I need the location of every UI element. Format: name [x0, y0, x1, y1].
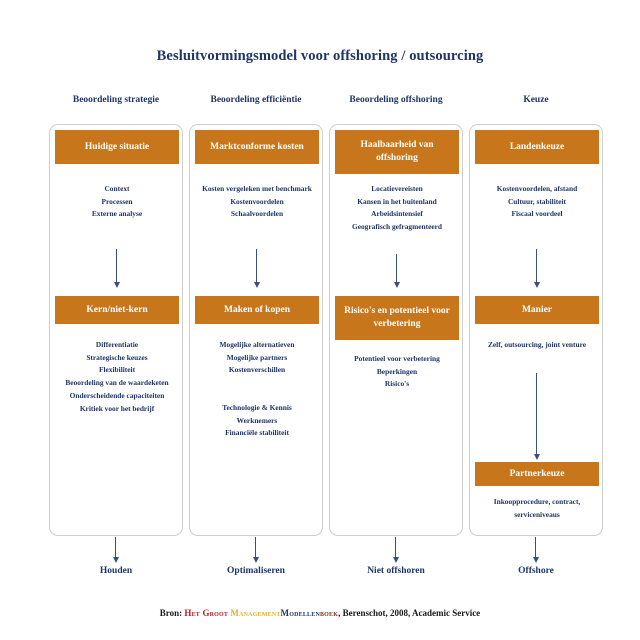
box-header-marktconforme-kosten: Marktconforme kosten [195, 130, 319, 164]
list-item: Cultuur, stabiliteit [507, 196, 567, 206]
list-item: Processen [101, 196, 133, 206]
box-header-partnerkeuze: Partnerkeuze [475, 462, 599, 486]
list-item: Mogelijke partners [226, 352, 288, 362]
list-item: Kritiek voor het bedrijf [79, 403, 155, 413]
outcome-label-optimaliseren: Optimaliseren [227, 566, 285, 576]
box-items-haalbaarheid: Locatievereisten Kansen in het buitenlan… [330, 183, 464, 234]
box-header-haalbaarheid-van-offshoring: Haalbaarheid van offshoring [335, 130, 459, 174]
box-items-partnerkeuze: Inkoopprocedure, contract, serviceniveau… [478, 496, 596, 521]
list-item: Geografisch gefragmenteerd [351, 222, 443, 232]
list-item: Context [104, 184, 130, 193]
list-item: Kostenverschillen [228, 365, 286, 375]
box-header-landenkeuze: Landenkeuze [475, 130, 599, 164]
outcome-arrow-strategie [112, 537, 119, 563]
column-card-offshoring: Haalbaarheid van offshoring Locatieverei… [329, 124, 463, 536]
list-item: Schaalvoordelen [230, 209, 284, 219]
connector-arrow [113, 249, 120, 288]
source-title-part-gold: Management [230, 608, 281, 618]
connector-arrow [253, 249, 260, 288]
box-items-maken-of-kopen-groep1: Mogelijke alternatieven Mogelijke partne… [190, 339, 324, 377]
column-card-efficientie: Marktconforme kosten Kosten vergeleken m… [189, 124, 323, 536]
list-item: Werknemers [236, 415, 278, 425]
outcome-label-offshore: Offshore [518, 566, 554, 576]
list-item: Fiscaal voordeel [511, 209, 563, 219]
list-item: Risico's [384, 379, 410, 389]
source-title-part-red: Het Groot [184, 608, 229, 618]
list-item: Kostenvoordelen, afstand [496, 184, 578, 193]
list-item: Arbeidsintensief [371, 209, 423, 219]
list-item: Beperkingen [376, 366, 418, 376]
list-item: Kosten vergeleken met benchmark [202, 184, 312, 193]
box-items-landenkeuze: Kostenvoordelen, afstand Cultuur, stabil… [470, 183, 604, 221]
outcome-label-niet-offshoren: Niet offshoren [367, 566, 425, 576]
page-title: Besluitvormingsmodel voor offshoring / o… [156, 48, 484, 64]
list-item: Zelf, outsourcing, joint venture [487, 340, 587, 349]
box-items-manier: Zelf, outsourcing, joint venture [468, 339, 606, 352]
connector-arrow [533, 249, 540, 288]
box-items-huidige-situatie: Context Processen Externe analyse [50, 183, 184, 221]
list-item: Kostenvoordelen [230, 196, 284, 206]
list-item: Flexibiliteit [98, 365, 136, 375]
list-item: Potentieel voor verbetering [354, 354, 440, 363]
box-header-kern-niet-kern: Kern/niet-kern [55, 296, 179, 324]
column-card-keuze: Landenkeuze Kostenvoordelen, afstand Cul… [469, 124, 603, 536]
column-header-keuze: Keuze [523, 95, 549, 105]
connector-arrow [533, 373, 540, 460]
source-title-part-brown: boek [319, 608, 339, 618]
box-items-maken-of-kopen-groep2: Technologie & Kennis Werknemers Financië… [190, 402, 324, 440]
connector-arrow [393, 254, 400, 288]
outcome-arrow-keuze [532, 537, 539, 563]
box-header-huidige-situatie: Huidige situatie [55, 130, 179, 164]
column-card-strategie: Huidige situatie Context Processen Exter… [49, 124, 183, 536]
list-item: Beoordeling van de waardeketen [65, 378, 169, 388]
source-suffix: , Berenschot, 2008, Academic Service [338, 608, 481, 618]
list-item: Technologie & Kennis [222, 403, 292, 412]
list-item: Locatievereisten [371, 184, 423, 193]
box-header-maken-of-kopen: Maken of kopen [195, 296, 319, 324]
source-title-part-blue: Modellen [280, 608, 320, 618]
box-items-marktconforme-kosten: Kosten vergeleken met benchmark Kostenvo… [198, 183, 316, 221]
box-header-risicos-en-potentieel: Risico's en potentieel voor verbetering [335, 296, 459, 340]
column-header-efficientie: Beoordeling efficiëntie [210, 95, 302, 105]
column-header-offshoring: Beoordeling offshoring [349, 95, 443, 105]
list-item: Externe analyse [91, 209, 143, 219]
box-items-kern-niet-kern: Differentiatie Strategische keuzes Flexi… [54, 339, 180, 415]
source-prefix: Bron: [159, 608, 183, 618]
outcome-arrow-offshoring [392, 537, 399, 563]
list-item: Differentiatie [95, 340, 139, 349]
box-items-risicos: Potentieel voor verbetering Beperkingen … [330, 353, 464, 391]
list-item: Mogelijke alternatieven [219, 340, 295, 349]
outcome-arrow-efficientie [252, 537, 259, 563]
list-item: Inkoopprocedure, contract, serviceniveau… [493, 497, 581, 519]
list-item: Strategische keuzes [86, 352, 148, 362]
list-item: Financiële stabiliteit [225, 428, 289, 438]
outcome-label-houden: Houden [99, 566, 133, 576]
list-item: Kansen in het buitenland [357, 196, 437, 206]
column-header-strategie: Beoordeling strategie [72, 95, 160, 105]
source-caption: Bron: Het Groot ManagementModellenboek, … [0, 608, 640, 618]
list-item: Onderscheidende capaciteiten [69, 390, 165, 400]
box-header-manier: Manier [475, 296, 599, 324]
